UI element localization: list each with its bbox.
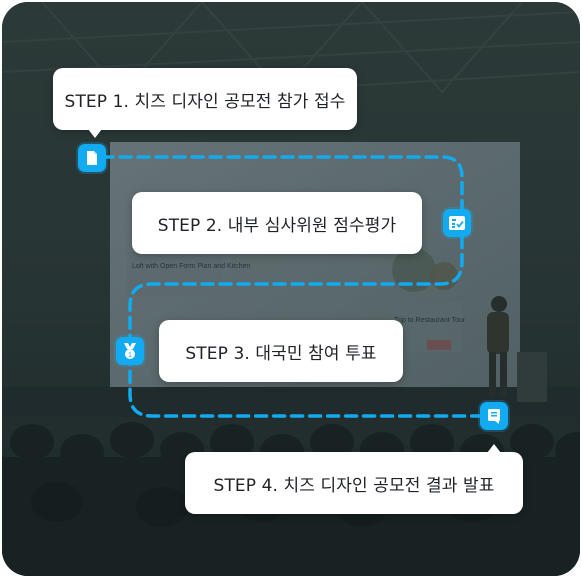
- step-3-badge: 1: [116, 337, 144, 365]
- screen-left-heading: Loft with Open Form Plan and Kitchen: [132, 263, 250, 270]
- document-icon: [87, 151, 97, 165]
- screen-right-heading: Trip to Restaurant Tour: [394, 317, 466, 324]
- step-3-callout: STEP 3. 대국민 참여 투표: [159, 320, 403, 382]
- step-1-label: STEP 1. 치즈 디자인 공모전 참가 접수: [64, 91, 346, 112]
- podium: [517, 352, 547, 402]
- step-2-label: STEP 2. 내부 심사위원 점수평가: [157, 215, 397, 236]
- step-4-badge: [480, 402, 508, 430]
- step-3-label: STEP 3. 대국민 참여 투표: [185, 343, 377, 364]
- step-2-callout: STEP 2. 내부 심사위원 점수평가: [132, 192, 422, 254]
- step-4-callout: STEP 4. 치즈 디자인 공모전 결과 발표: [185, 444, 523, 514]
- checklist-icon: [449, 216, 465, 230]
- svg-text:1: 1: [128, 352, 132, 359]
- step-4-label: STEP 4. 치즈 디자인 공모전 결과 발표: [213, 475, 495, 496]
- announcement-icon: [488, 409, 500, 424]
- medal-icon: 1: [124, 343, 136, 359]
- process-path-line: [100, 155, 496, 418]
- step-2-badge: [443, 209, 471, 237]
- step-1-callout: STEP 1. 치즈 디자인 공모전 참가 접수: [53, 68, 357, 138]
- step-1-badge: [78, 144, 106, 172]
- speaker-silhouette: [487, 296, 509, 397]
